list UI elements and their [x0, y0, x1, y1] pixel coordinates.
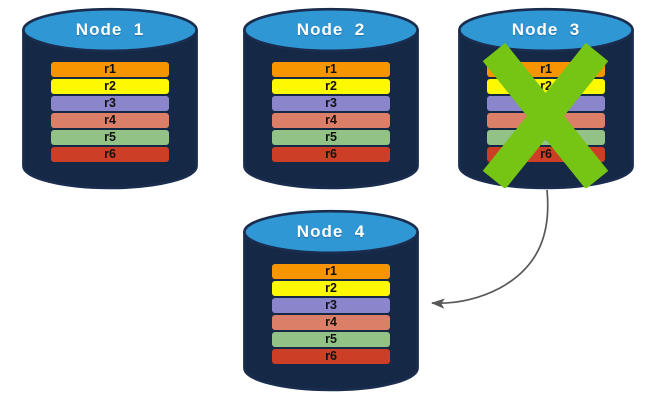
row-bar[interactable]: r6 — [272, 349, 390, 364]
node-title: Node 4 — [296, 222, 366, 241]
row-stack: r1 r2 r3 r4 r5 r6 — [22, 62, 198, 162]
row-bar[interactable]: r5 — [51, 130, 169, 145]
row-bar[interactable]: r1 — [272, 62, 390, 77]
row-stack: r1 r2 r3 r4 r5 r6 — [458, 62, 634, 162]
node-title: Node 3 — [511, 20, 581, 39]
row-bar[interactable]: r5 — [487, 130, 605, 145]
row-bar[interactable]: r2 — [272, 281, 390, 296]
row-bar[interactable]: r5 — [272, 332, 390, 347]
row-bar[interactable]: r3 — [51, 96, 169, 111]
node-cylinder-2[interactable]: Node 2 r1 r2 r3 r4 r5 r6 — [243, 7, 419, 190]
node-cylinder-1[interactable]: Node 1 r1 r2 r3 r4 r5 r6 — [22, 7, 198, 190]
row-bar[interactable]: r6 — [487, 147, 605, 162]
row-bar[interactable]: r1 — [51, 62, 169, 77]
row-bar[interactable]: r6 — [51, 147, 169, 162]
node-title: Node 2 — [296, 20, 366, 39]
row-stack: r1 r2 r3 r4 r5 r6 — [243, 62, 419, 162]
row-bar[interactable]: r3 — [487, 96, 605, 111]
cylinder-top-ellipse — [243, 7, 419, 53]
node-title: Node 1 — [75, 20, 145, 39]
row-bar[interactable]: r3 — [272, 298, 390, 313]
row-stack: r1 r2 r3 r4 r5 r6 — [243, 264, 419, 364]
row-bar[interactable]: r4 — [51, 113, 169, 128]
cylinder-top-ellipse — [22, 7, 198, 53]
node-cylinder-4[interactable]: Node 4 r1 r2 r3 r4 r5 r6 — [243, 209, 419, 392]
row-bar[interactable]: r1 — [487, 62, 605, 77]
row-bar[interactable]: r4 — [272, 113, 390, 128]
node-cylinder-3[interactable]: Node 3 r1 r2 r3 r4 r5 r6 — [458, 7, 634, 190]
cylinder-top-ellipse — [243, 209, 419, 255]
row-bar[interactable]: r6 — [272, 147, 390, 162]
row-bar[interactable]: r2 — [51, 79, 169, 94]
row-bar[interactable]: r1 — [272, 264, 390, 279]
row-bar[interactable]: r5 — [272, 130, 390, 145]
row-bar[interactable]: r4 — [272, 315, 390, 330]
row-bar[interactable]: r2 — [487, 79, 605, 94]
row-bar[interactable]: r2 — [272, 79, 390, 94]
row-bar[interactable]: r4 — [487, 113, 605, 128]
row-bar[interactable]: r3 — [272, 96, 390, 111]
